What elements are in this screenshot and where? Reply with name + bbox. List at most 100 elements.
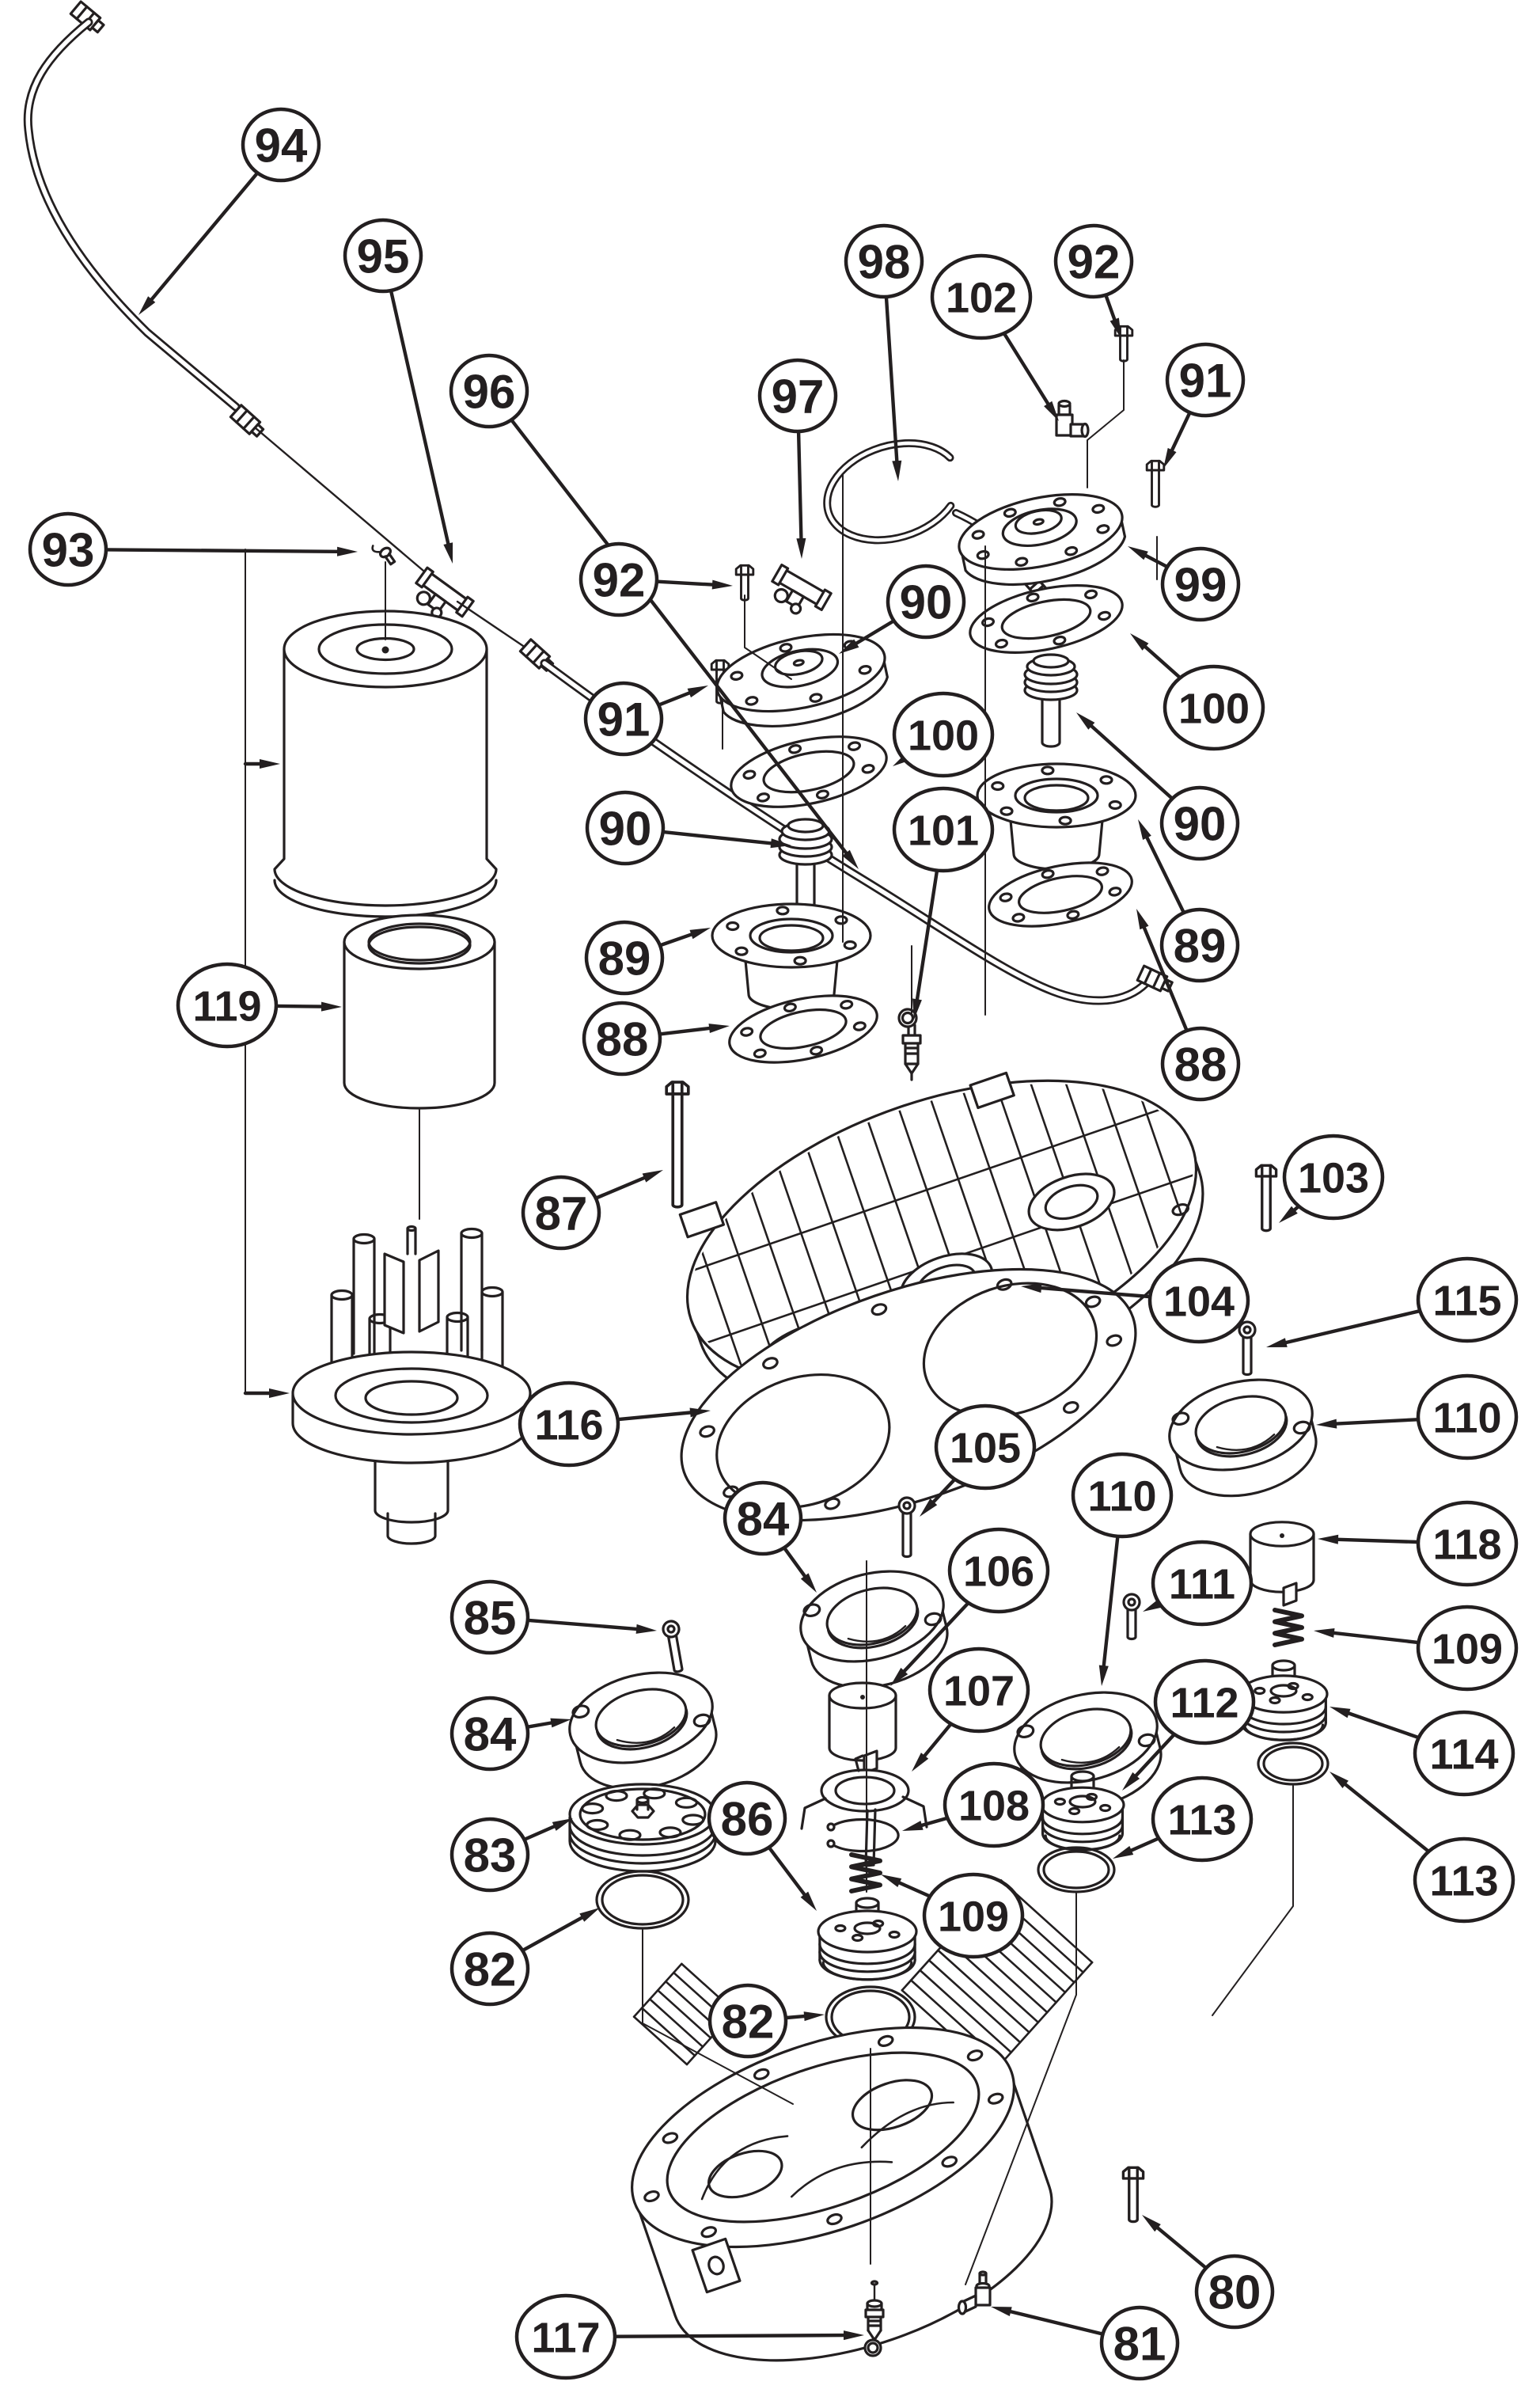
leader-82 [522, 1908, 600, 1952]
leader-117 [613, 2330, 864, 2341]
callout-label: 92 [1068, 236, 1121, 289]
leader-92 [655, 579, 733, 590]
callout-84: 84 [723, 1480, 803, 1556]
callout-88: 88 [1160, 1026, 1241, 1102]
head-gasket [680, 1267, 1137, 1522]
leader-99 [1128, 546, 1169, 568]
tube-line [253, 426, 435, 581]
callout-label: 100 [1178, 685, 1250, 732]
unloader-piston [1023, 653, 1079, 748]
tube-line [456, 600, 527, 649]
leader-86 [768, 1846, 817, 1911]
callout-label: 113 [1167, 1796, 1236, 1844]
callout-label: 86 [721, 1793, 774, 1846]
callout-89: 89 [584, 920, 665, 996]
spring [1273, 1608, 1304, 1647]
callout-110: 110 [1416, 1373, 1519, 1460]
callout-label: 81 [1113, 2318, 1166, 2371]
callout-label: 92 [593, 554, 646, 607]
callout-label: 118 [1432, 1521, 1501, 1568]
valve-stop-flange [799, 1570, 949, 1689]
valve-plate [568, 1783, 717, 1873]
callout-label: 113 [1429, 1857, 1498, 1905]
leader-109 [881, 1874, 931, 1898]
callout-114: 114 [1413, 1710, 1515, 1797]
screw [897, 1496, 916, 1559]
leader-84 [526, 1718, 571, 1729]
discharge-tube [540, 659, 1151, 1005]
callout-97: 97 [757, 358, 838, 434]
leader-95 [389, 289, 453, 564]
callout-113: 113 [1151, 1776, 1254, 1863]
callout-119: 119 [176, 962, 279, 1049]
filter-base [291, 1225, 532, 1545]
callout-111: 111 [1151, 1540, 1254, 1627]
callout-label: 82 [722, 1996, 775, 2049]
callout-107: 107 [927, 1646, 1030, 1734]
callout-label: 114 [1429, 1730, 1498, 1778]
callout-110: 110 [1071, 1452, 1174, 1539]
callout-label: 83 [464, 1829, 517, 1882]
callout-90: 90 [585, 790, 666, 866]
leader-91 [1163, 411, 1192, 469]
cover-screw [371, 545, 396, 566]
leader-114 [1329, 1707, 1421, 1740]
leader-90 [1076, 712, 1174, 800]
callout-92: 92 [578, 541, 659, 617]
leader-118 [1318, 1534, 1420, 1544]
callout-100: 100 [892, 691, 995, 778]
leader-100 [1130, 633, 1182, 679]
callout-label: 99 [1174, 559, 1227, 612]
bolt [1121, 2166, 1145, 2224]
discharge-tube [23, 17, 241, 412]
piston-guide [711, 902, 872, 1011]
bolt [1145, 459, 1166, 508]
unloader-flange [958, 493, 1127, 587]
leader-88 [1136, 909, 1189, 1032]
o-ring [1257, 1741, 1329, 1786]
crankcase-base [631, 2026, 1053, 2362]
callout-100: 100 [1163, 664, 1265, 751]
leader-94 [138, 171, 259, 315]
callout-88: 88 [582, 1001, 662, 1077]
callout-90: 90 [886, 564, 966, 640]
callout-85: 85 [449, 1579, 530, 1655]
branch-arrow [243, 1388, 290, 1398]
callout-108: 108 [943, 1761, 1045, 1848]
retaining-ring [826, 1817, 900, 1853]
callout-103: 103 [1282, 1134, 1385, 1221]
callout-label: 89 [598, 932, 651, 986]
callout-82: 82 [707, 1983, 788, 2059]
valve-stop-flange [568, 1671, 718, 1791]
head-bolt [1254, 1164, 1278, 1232]
leader-112 [1122, 1733, 1176, 1791]
callout-label: 84 [737, 1493, 790, 1546]
callout-label: 107 [943, 1667, 1015, 1715]
callout-label: 91 [597, 693, 651, 746]
callout-label: 108 [958, 1782, 1030, 1829]
callout-label: 84 [464, 1708, 517, 1761]
witness-line [965, 1893, 1077, 2285]
callout-98: 98 [844, 223, 924, 299]
callout-105: 105 [934, 1403, 1037, 1491]
callout-label: 80 [1208, 2266, 1261, 2319]
callout-label: 82 [464, 1943, 517, 1996]
callout-label: 95 [357, 230, 410, 283]
leader-85 [526, 1618, 657, 1634]
spring [849, 1852, 882, 1893]
leader-93 [104, 546, 358, 556]
gasket [969, 584, 1124, 654]
callout-113: 113 [1413, 1836, 1515, 1924]
callout-80: 80 [1194, 2254, 1275, 2330]
leader-80 [1142, 2215, 1208, 2269]
screw [662, 1620, 684, 1673]
leader-81 [991, 2307, 1104, 2336]
drain-valve [863, 2280, 885, 2357]
callout-91: 91 [1165, 342, 1246, 418]
leader-108 [902, 1816, 949, 1831]
gasket [988, 861, 1133, 928]
callout-label: 89 [1174, 920, 1227, 973]
callout-93: 93 [28, 511, 108, 587]
callout-102: 102 [930, 253, 1033, 340]
